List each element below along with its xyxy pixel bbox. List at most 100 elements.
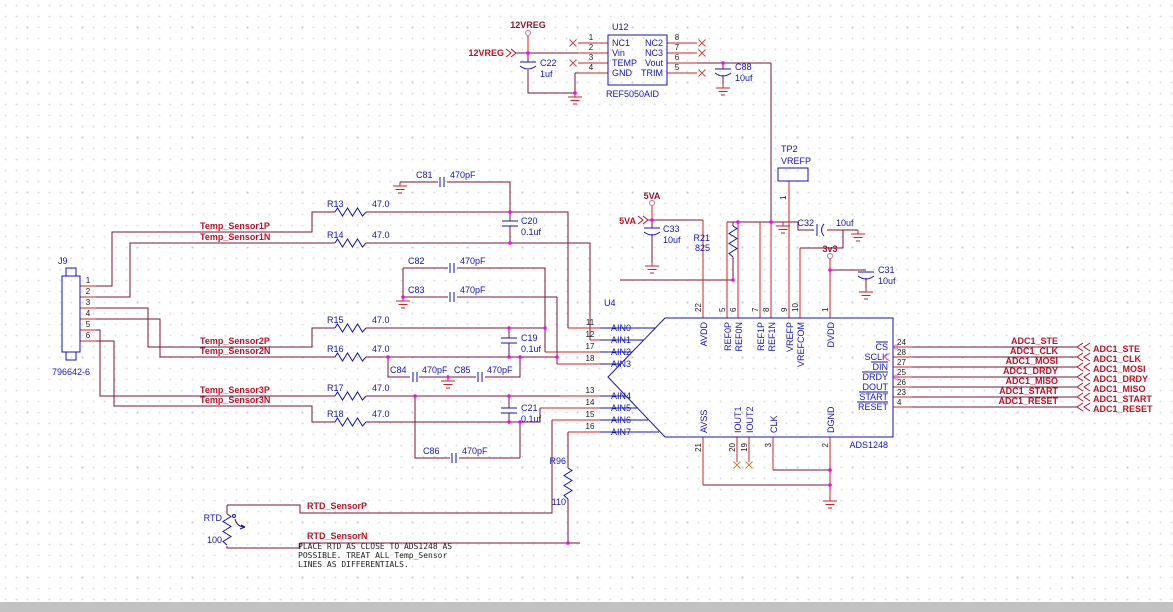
u4-body[interactable] [607,317,894,438]
u4-pin-number: 3 [764,442,773,447]
net-label: ADC1_CLK [1010,346,1059,356]
no-connect-icon [698,39,706,47]
u4-pin-number: 9 [780,307,789,312]
power-flag-icon [827,253,833,259]
capacitor-icon [500,407,518,414]
resistor-icon [563,467,573,500]
ground-icon [392,181,408,194]
no-connect-icon [698,69,706,77]
u4-pin-name: DVDD [826,322,836,348]
right-net-labels[interactable]: ADC1_STE ADC1_CLK ADC1_MOSI ADC1_DRDY AD… [998,336,1153,414]
offpage-label: ADC1_MOSI [1093,364,1146,374]
power-3v3[interactable]: 3v3 [822,244,838,259]
offpage-label: ADC1_START [1093,394,1152,404]
j9-pin-number: 1 [86,276,91,285]
u4-pin-number: 12 [586,330,595,339]
u4-pin-number: 20 [728,442,737,451]
rtd-arrow-icon [234,518,246,530]
u4-pin-number: 13 [586,386,595,395]
resistor-icon [334,323,367,333]
c81-value: 470pF [450,170,476,180]
component-u12-ref5050[interactable]: U12 REF5050AID NC1 Vin TEMP GND NC2 NC3 … [569,22,706,99]
ground-icon [822,496,838,509]
u4-pin-name: DGND [826,406,836,433]
u4-pin-name: AIN7 [611,427,631,437]
temp-sensor-net-labels[interactable]: Temp_Sensor1P Temp_Sensor1N Temp_Sensor2… [200,221,368,541]
u4-pin-name: AIN4 [611,391,631,401]
c81-refdes: C81 [416,170,433,180]
u4-pin-number: 21 [694,442,703,451]
u4-pin-number: 11 [586,318,595,327]
u12-pin-number: 3 [589,53,594,62]
component-rtd[interactable]: RTD 100 [204,513,246,546]
rtd-refdes: RTD [204,513,223,523]
pin-dot-icon [893,344,899,350]
net-label: Temp_Sensor1N [200,232,270,242]
u4-pin-name: REF0N [734,322,744,352]
r21-value: 825 [695,243,710,253]
net-label: ADC1_RESET [998,396,1058,406]
j9-pin-number: 2 [86,287,91,296]
u4-pin-name: AIN3 [611,359,631,369]
c85-refdes: C85 [454,365,471,375]
ain-pin-stubs [600,327,659,433]
c86-refdes: C86 [423,446,440,456]
ground-symbols [392,83,874,509]
power-label: 12VREG [510,20,546,30]
c32-refdes: C32 [797,218,814,228]
filter-caps[interactable]: C81 470pF C20 0.1uf C82 470pF C83 470pF … [390,170,542,464]
r14-refdes: R14 [327,230,344,240]
c33-value: 10uf [663,235,681,245]
u4-pin-number: 27 [897,358,906,367]
u12-pin-name: Vin [612,48,625,58]
power-5va[interactable]: 5VA 5VA [619,191,661,226]
r14-value: 47.0 [372,230,390,240]
component-j9-connector[interactable]: J9 796642-6 1 2 3 4 5 6 [52,256,91,377]
j9-body[interactable] [61,275,81,353]
component-c22[interactable]: C22 1uf [519,58,557,79]
r13-value: 47.0 [372,199,390,209]
j9-partnum: 796642-6 [52,367,90,377]
r16-refdes: R16 [327,344,344,354]
input-resistors[interactable]: R13 47.0 R14 47.0 R15 47.0 R16 47.0 R17 … [327,199,390,427]
testpoint-body[interactable] [777,167,809,182]
c86-value: 470pF [462,446,488,456]
component-r96[interactable]: R96 110 [549,456,573,507]
u4-pin-name: AIN1 [611,335,631,345]
u4-pin-name: START [859,392,888,402]
u12-pin-number: 7 [675,43,680,52]
component-c88[interactable]: C88 10uf [714,62,753,83]
note-line: POSSIBLE. TREAT ALL Temp_Sensor [298,551,447,560]
capacitor-icon [412,371,418,383]
component-tp2-testpoint[interactable]: TP2 VREFP 1 [777,144,811,200]
u12-pin-number: 5 [675,63,680,72]
c21-refdes: C21 [521,403,538,413]
power-label: 3v3 [822,244,837,254]
u12-pin-name: NC2 [645,38,663,48]
u4-pin-number: 14 [586,398,595,407]
component-c31[interactable]: C31 10uf [857,265,896,286]
j9-pin-number: 5 [86,320,91,329]
resistor-icon [334,238,367,248]
u4-pin-number: 5 [718,307,727,312]
u4-pin-number: 17 [586,342,595,351]
u12-pin-name: NC1 [612,38,630,48]
u4-pin-name: REF1N [767,322,777,352]
component-c33[interactable]: C33 10uf [643,224,681,245]
j9-refdes: J9 [58,256,68,266]
u12-body[interactable] [607,34,668,86]
u4-pin-name: IOUT1 [733,406,743,433]
power-12vreg[interactable]: 12VREG 12VREG [468,20,545,58]
u12-pin-name: TRIM [641,68,663,78]
offpage-label: ADC1_DRDY [1093,374,1148,384]
u12-partnum: REF5050AID [606,89,660,99]
component-c32[interactable]: C32 10uf [797,218,854,237]
c83-value: 470pF [460,285,486,295]
offpage-chevron-icon [505,48,517,58]
capacitor-icon [451,452,457,464]
component-u4-ads1248[interactable]: U4 ADS1248 AVDD REF0P REF0N REF1P REF1N … [586,298,907,469]
component-r21[interactable]: R21 825 [693,225,738,258]
capacitor-icon [501,220,519,227]
rtd-value: 100 [207,535,222,545]
window-bottom-bar [0,602,1173,612]
